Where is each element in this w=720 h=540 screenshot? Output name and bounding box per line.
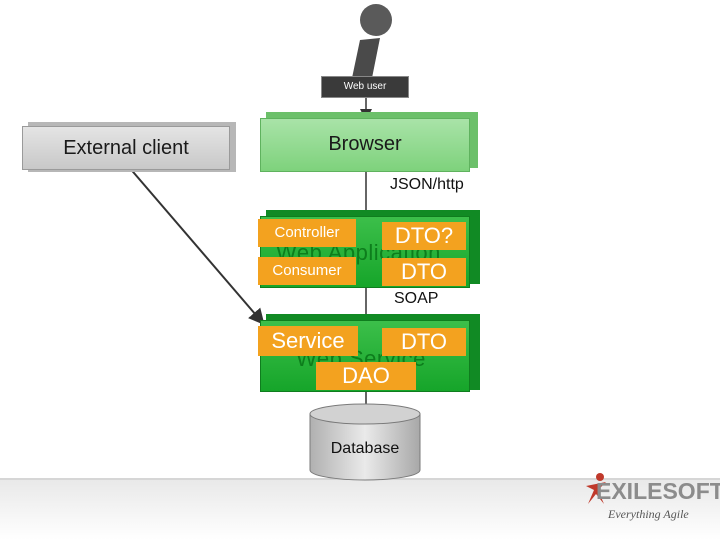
- external-client-box: External client: [22, 126, 230, 170]
- browser-box: Browser: [260, 118, 470, 172]
- consumer-block: Consumer: [258, 257, 356, 285]
- controller-block: Controller: [258, 219, 356, 247]
- exilesoft-figure-icon: [586, 473, 606, 504]
- logo-name: EXILESOFT: [596, 478, 720, 504]
- dto-question-block: DTO?: [382, 222, 466, 250]
- external-client-to-service-arrow: [127, 165, 265, 326]
- dao-block: DAO: [316, 362, 416, 390]
- floor-shadow: [0, 478, 720, 540]
- database-cylinder-icon: [309, 403, 421, 481]
- logo-tagline: Everything Agile: [608, 507, 689, 521]
- service-dto-block: DTO: [382, 328, 466, 356]
- consumer-dto-block: DTO: [382, 258, 466, 286]
- json-http-label: JSON/http: [390, 176, 464, 193]
- web-user-label: Web user: [321, 76, 409, 98]
- service-block: Service: [258, 326, 358, 356]
- web-user-figure-icon: [352, 4, 392, 78]
- soap-label: SOAP: [394, 290, 439, 307]
- database-label: Database: [330, 440, 400, 457]
